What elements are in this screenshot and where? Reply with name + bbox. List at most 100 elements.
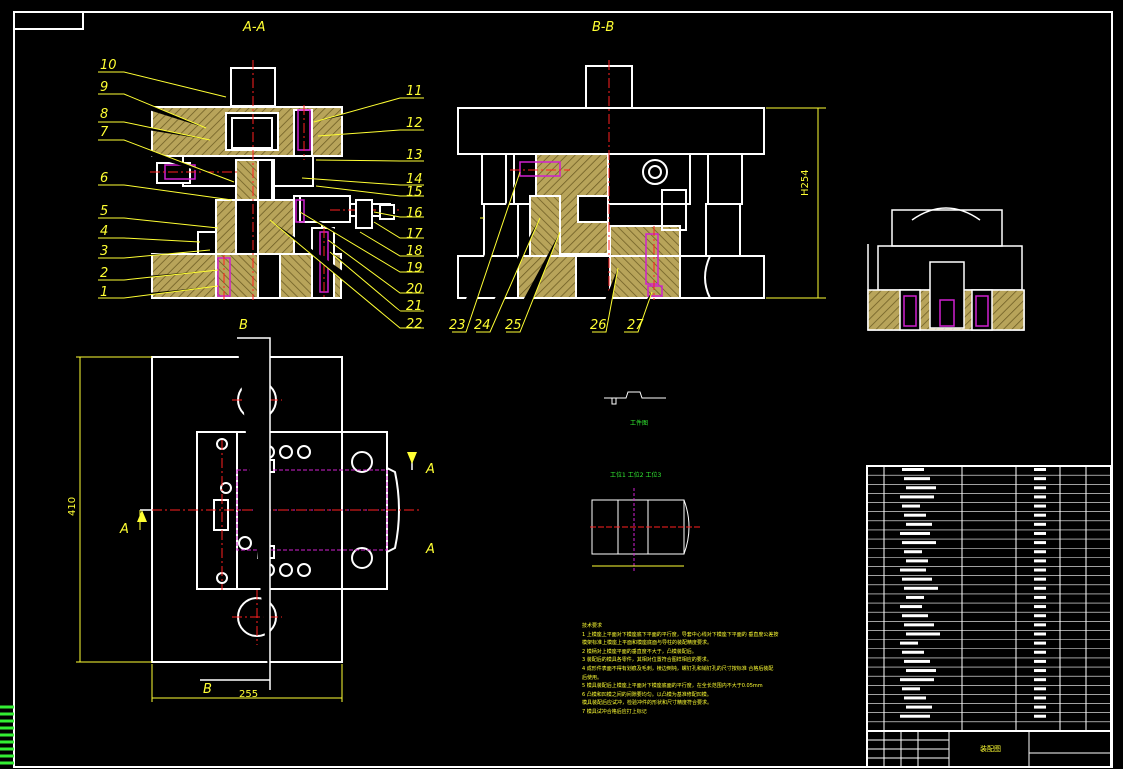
parts-list-material-glyph <box>1034 714 1046 718</box>
note-line: 后使用。 <box>582 674 603 681</box>
cut-mark-a-right-bottom: A <box>426 542 435 557</box>
part-caption: 工件图 <box>630 420 649 427</box>
parts-list-material-glyph <box>1034 486 1046 490</box>
dim-plan-height: 410 <box>67 496 78 516</box>
part-number-4: 4 <box>100 224 109 239</box>
parts-list-name-glyph <box>902 541 936 545</box>
parts-list-material-glyph <box>1034 495 1046 499</box>
strip-layout <box>590 488 700 572</box>
cut-arrow-a-right <box>407 452 417 464</box>
parts-list-name-glyph <box>902 614 928 618</box>
parts-list-material-glyph <box>1034 595 1046 599</box>
parts-list-name-glyph <box>906 669 936 673</box>
cut-lines <box>140 337 413 690</box>
note-line: 3 装配后的模具各零件，其相对位置符合图样相应的要求。 <box>582 657 712 664</box>
parts-list-material-glyph <box>1034 568 1046 572</box>
part-number-21: 21 <box>406 299 423 314</box>
parts-list-material-glyph <box>1034 705 1046 709</box>
parts-list-material-glyph <box>1034 632 1046 636</box>
parts-list-material-glyph <box>1034 477 1046 481</box>
parts-list-name-glyph <box>900 605 922 609</box>
note-line: 7 模具试冲合格后应打上标记 <box>582 708 647 715</box>
plan-dims <box>76 356 343 702</box>
part-number-24: 24 <box>474 318 491 333</box>
part-number-2: 2 <box>100 266 109 281</box>
parts-list-name-glyph <box>902 577 932 581</box>
parts-list-name-glyph <box>906 486 936 490</box>
parts-list-material-glyph <box>1034 531 1046 535</box>
parts-list-material-glyph <box>1034 541 1046 545</box>
parts-list-material-glyph <box>1034 468 1046 471</box>
part-number-6: 6 <box>100 171 109 186</box>
part-number-16: 16 <box>406 206 423 221</box>
part-number-17: 17 <box>406 227 423 242</box>
dim-plan-width: 255 <box>239 689 259 700</box>
parts-list-name-glyph <box>902 650 924 654</box>
parts-list-name-glyph <box>904 477 930 481</box>
parts-list-name-glyph <box>904 659 930 663</box>
sheet-border <box>13 11 1113 768</box>
parts-list-name-glyph <box>900 531 930 535</box>
part-number-15: 15 <box>406 185 423 200</box>
part-number-13: 13 <box>406 148 423 163</box>
parts-list-material-glyph <box>1034 669 1046 673</box>
part-number-3: 3 <box>100 244 109 259</box>
parts-list-name-glyph <box>900 678 934 682</box>
dim-closed-height: H254 <box>800 169 811 196</box>
part-number-9: 9 <box>100 80 109 95</box>
parts-list-name-glyph <box>904 586 938 590</box>
part-number-12: 12 <box>406 116 423 131</box>
part-number-10: 10 <box>100 58 117 73</box>
parts-list-name-glyph <box>900 714 930 718</box>
parts-list-material-glyph <box>1034 641 1046 645</box>
parts-list-name-glyph <box>900 641 918 645</box>
part-number-20: 20 <box>406 282 423 297</box>
parts-list-material-glyph <box>1034 678 1046 682</box>
plan-centerlines <box>152 372 420 645</box>
parts-list-name-glyph <box>904 623 934 627</box>
part-number-26: 26 <box>590 318 607 333</box>
parts-list-material-glyph <box>1034 577 1046 581</box>
parts-list-name-glyph <box>904 513 926 517</box>
parts-list-material-glyph <box>1034 614 1046 618</box>
parts-list-name-glyph <box>906 559 928 563</box>
parts-list-name-glyph <box>900 495 934 499</box>
cut-mark-b-bottom: B <box>203 682 212 697</box>
parts-list-name-glyph <box>906 632 940 636</box>
part-number-22: 22 <box>406 317 423 332</box>
part-number-7: 7 <box>100 125 109 140</box>
part-number-19: 19 <box>406 261 423 276</box>
section-label-b-b: B-B <box>592 20 615 35</box>
parts-list-rows <box>867 468 1111 723</box>
title-block <box>866 730 1112 768</box>
parts-list-name-glyph <box>902 468 924 471</box>
notes-title: 技术要求 <box>582 623 603 629</box>
note-line: 6 凸模和凹模之间的间隙要均匀。以凸模为基准修配凹模。 <box>582 691 712 698</box>
part-number-8: 8 <box>100 107 109 122</box>
note-line: 4 成形件表面不得有划痕及毛刺，棱边倒钝，螺钉孔和销钉孔的尺寸按标准 合格后装配 <box>582 665 774 672</box>
parts-list-material-glyph <box>1034 586 1046 590</box>
part-number-23: 23 <box>449 318 466 333</box>
note-line: 模架标准上模座上平面和模座底面与导柱的装配精度要求。 <box>582 640 713 647</box>
part-number-27: 27 <box>627 318 644 333</box>
dim-h254 <box>766 107 826 299</box>
parts-list-material-glyph <box>1034 623 1046 627</box>
leaders-b-b <box>452 171 653 333</box>
parts-list-material-glyph <box>1034 550 1046 554</box>
part-number-11: 11 <box>406 84 423 99</box>
parts-list-material-glyph <box>1034 659 1046 663</box>
parts-list-material-glyph <box>1034 504 1046 508</box>
part-number-18: 18 <box>406 244 423 259</box>
parts-list-material-glyph <box>1034 687 1046 691</box>
technical-notes: 技术要求 1 上模座上平面对下模座底下平面的平行度，导套中心线对下模座下平面的 … <box>582 622 852 717</box>
parts-list-material-glyph <box>1034 522 1046 526</box>
parts-list-name-glyph <box>900 568 926 572</box>
corner-tag <box>13 11 84 30</box>
drawing-title: 装配图 <box>980 745 1001 753</box>
leaders-a-a <box>98 71 424 329</box>
part-number-1: 1 <box>100 285 109 300</box>
parts-list-name-glyph <box>906 522 932 526</box>
parts-list-material-glyph <box>1034 696 1046 700</box>
part-number-5: 5 <box>100 204 109 219</box>
